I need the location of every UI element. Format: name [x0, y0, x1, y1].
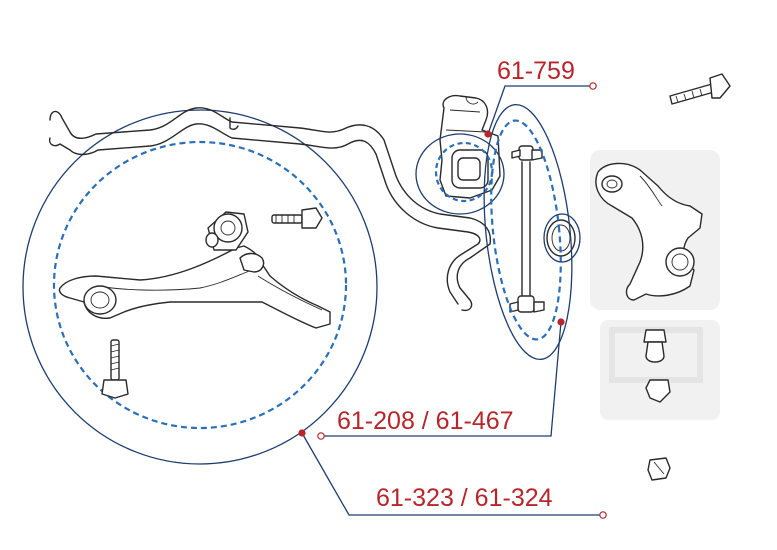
- end-rings: [317, 82, 607, 519]
- stabilizer-link: [509, 145, 576, 313]
- link-dashed-ellipse: [490, 119, 562, 341]
- leader-lines: [301, 85, 602, 516]
- link-small-ring: [543, 213, 581, 263]
- vertical-bolt: [101, 339, 129, 399]
- callout-label-61-323-61-324: 61-323 / 61-324: [376, 484, 553, 512]
- control-arm-dashed-circle: [52, 140, 348, 430]
- callout-label-61-208-61-467: 61-208 / 61-467: [337, 407, 514, 435]
- bushing-solid-circle: [415, 133, 505, 215]
- ball-joint: [643, 329, 671, 403]
- arm-bolt: [271, 207, 323, 229]
- stabilizer-bar: [48, 107, 492, 312]
- callout-label-61-759: 61-759: [497, 57, 575, 85]
- nut: [647, 457, 671, 481]
- dot-link: [557, 318, 565, 326]
- dot-bushing: [484, 130, 492, 138]
- dot-arm: [298, 429, 306, 437]
- leader-link: [322, 321, 562, 437]
- ring-arm: [599, 511, 607, 519]
- steering-knuckle: [595, 162, 703, 301]
- steering-knuckle-bolt: [669, 73, 731, 105]
- ring-link: [317, 432, 325, 440]
- leader-bushing: [487, 85, 590, 135]
- leader-arm: [301, 432, 602, 516]
- ring-bushing: [589, 82, 597, 90]
- lower-control-arm: [58, 211, 331, 329]
- link-solid-ellipse: [483, 103, 573, 361]
- anchor-dots: [298, 130, 565, 437]
- control-arm-solid-circle: [22, 109, 378, 465]
